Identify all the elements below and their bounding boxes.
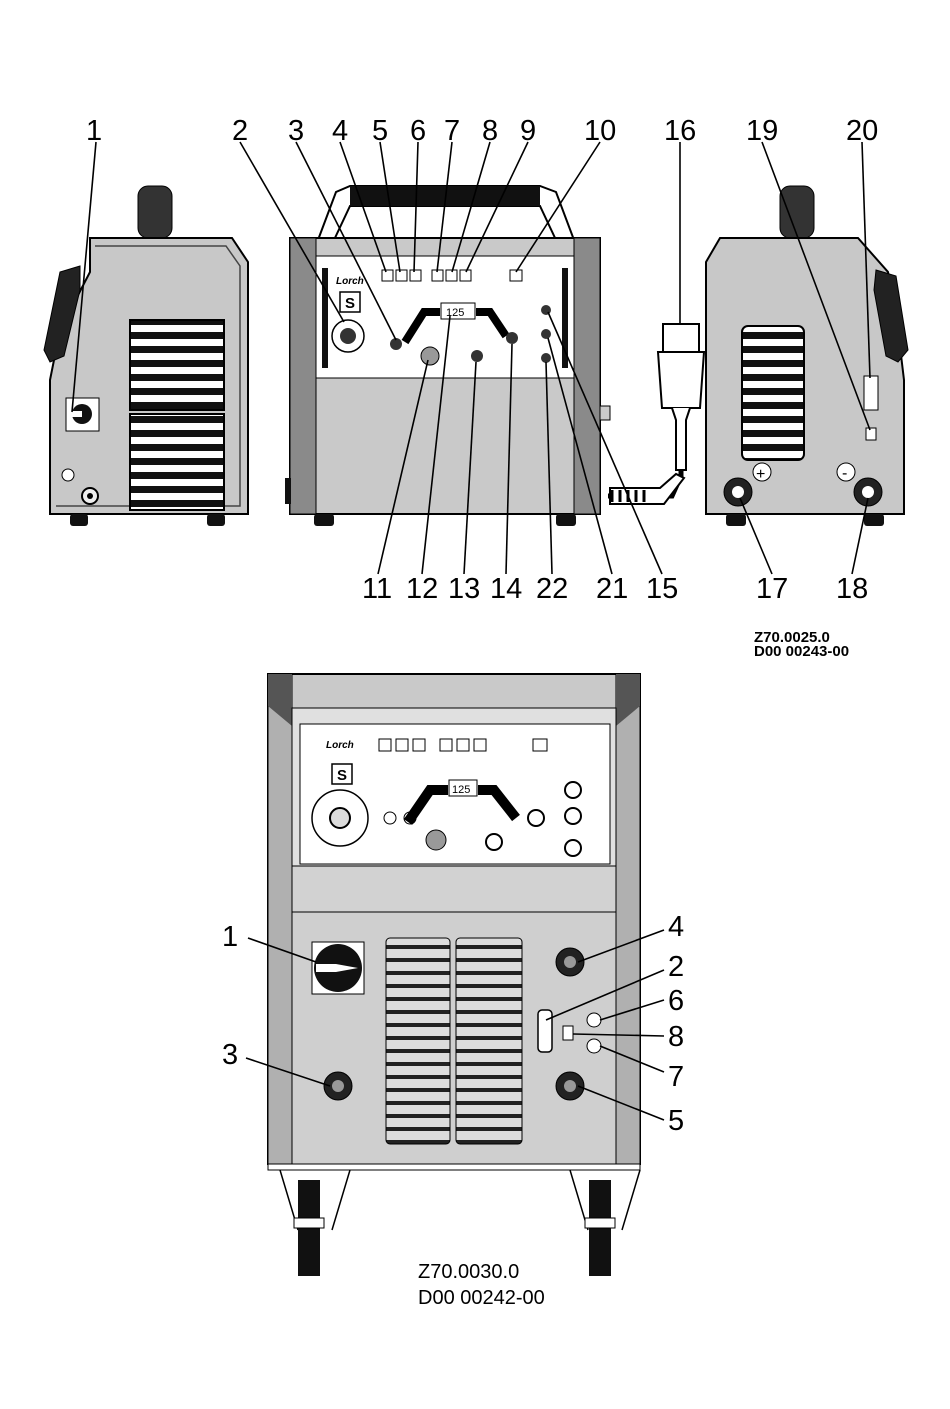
negative-symbol: - [842, 465, 847, 482]
callout-16: 16 [664, 115, 696, 147]
bottom-callout-7: 7 [668, 1061, 684, 1093]
bottom-code-line2: D00 00242-00 [418, 1287, 545, 1309]
front-view: Lorch S 125 [285, 186, 610, 526]
callout-8: 8 [482, 115, 498, 147]
bottom-callout-2: 2 [668, 951, 684, 983]
front-brand-logo: Lorch [336, 276, 364, 287]
positive-symbol: + [756, 466, 765, 483]
bottom-callout-5: 5 [668, 1105, 684, 1137]
callout-11: 11 [362, 573, 392, 605]
bottom-callout-8: 8 [668, 1021, 684, 1053]
left-side-view [44, 186, 248, 526]
rear-side-view: + - [706, 186, 908, 526]
callout-17: 17 [756, 573, 788, 605]
bottom-code-line1: Z70.0030.0 [418, 1261, 519, 1283]
callout-5: 5 [372, 115, 388, 147]
top-code-line2: D00 00243-00 [754, 643, 849, 660]
callout-21: 21 [596, 573, 628, 605]
callout-6: 6 [410, 115, 426, 147]
cart-front-view: Lorch S 125 [268, 674, 640, 1276]
bottom-callout-1: 1 [222, 921, 238, 953]
callout-22: 22 [536, 573, 568, 605]
callout-7: 7 [444, 115, 460, 147]
callout-13: 13 [448, 573, 480, 605]
cart-display-value: 125 [452, 784, 470, 796]
callout-10: 10 [584, 115, 616, 147]
callout-15: 15 [646, 573, 678, 605]
cart-mode-badge: S [337, 767, 347, 784]
callout-12: 12 [406, 573, 438, 605]
callout-3: 3 [288, 115, 304, 147]
callout-14: 14 [490, 573, 522, 605]
callout-4: 4 [332, 115, 348, 147]
mains-plug [608, 324, 704, 504]
front-mode-badge: S [345, 295, 355, 312]
callout-9: 9 [520, 115, 536, 147]
cart-brand-logo: Lorch [326, 740, 354, 751]
start-current-knob [421, 347, 439, 365]
callout-2: 2 [232, 115, 248, 147]
callout-1: 1 [86, 115, 102, 147]
front-display-value: 125 [446, 307, 464, 319]
callout-19: 19 [746, 115, 778, 147]
callout-20: 20 [846, 115, 878, 147]
bottom-callout-4: 4 [668, 911, 684, 943]
callout-18: 18 [836, 573, 868, 605]
bottom-callout-3: 3 [222, 1039, 238, 1071]
bottom-callout-6: 6 [668, 985, 684, 1017]
